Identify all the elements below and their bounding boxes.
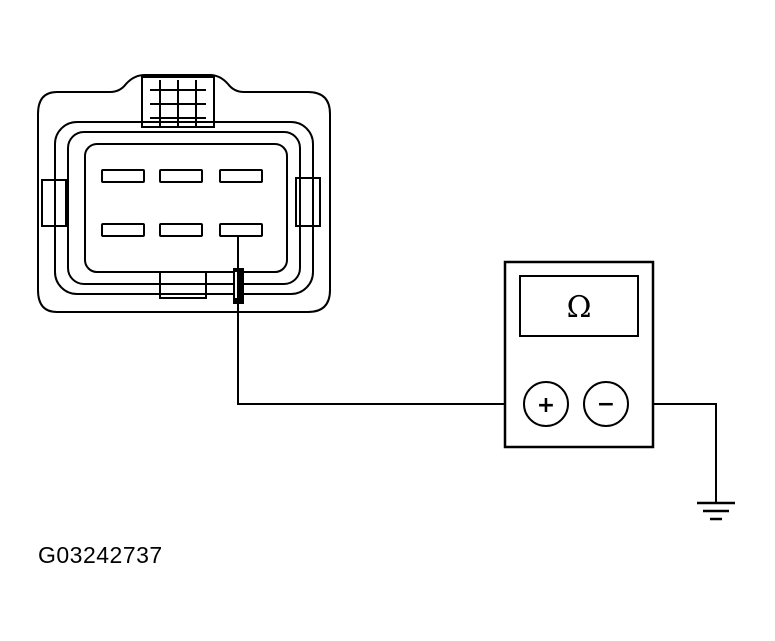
- ground-symbol-icon: [697, 501, 735, 521]
- figure-id-label: G03242737: [38, 542, 163, 568]
- terminal-slot: [219, 223, 263, 237]
- test-wires: [237, 304, 717, 502]
- positive-terminal-label: +: [537, 393, 555, 418]
- probe-body: [233, 268, 244, 304]
- negative-lead-wire: [628, 403, 717, 502]
- terminal-slot: [101, 223, 145, 237]
- connector-ring-3: [84, 143, 288, 273]
- terminal-slot: [159, 169, 203, 183]
- connector-outer-body: [37, 74, 331, 313]
- terminal-slot: [101, 169, 145, 183]
- connector-key: [159, 271, 207, 299]
- ohmmeter: Ω + −: [503, 260, 655, 449]
- connector-ring-1: [54, 121, 314, 295]
- connector-clip-right: [295, 177, 321, 227]
- meter-display: [519, 275, 639, 337]
- connector-icon: [37, 74, 331, 313]
- negative-terminal-label: −: [597, 392, 615, 417]
- negative-terminal: [583, 381, 629, 427]
- connector-ring-2: [67, 131, 301, 285]
- connector-latch: [141, 76, 215, 128]
- ohm-symbol: Ω: [567, 290, 592, 325]
- connector-clip-left: [41, 179, 67, 227]
- positive-terminal: [523, 381, 569, 427]
- terminal-slot: [219, 169, 263, 183]
- terminal-slot: [159, 223, 203, 237]
- probe-tip-icon: [233, 236, 244, 304]
- positive-lead-wire: [237, 304, 524, 405]
